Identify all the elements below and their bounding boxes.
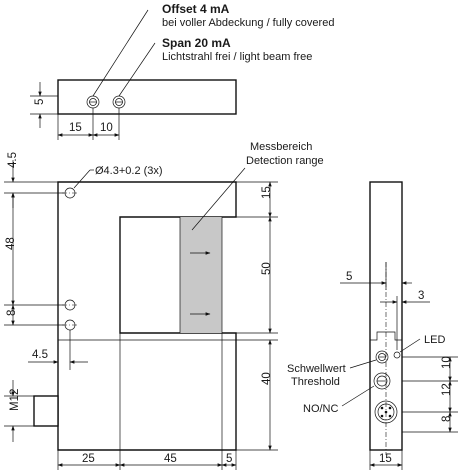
top-view-body (57, 79, 237, 115)
span-title: Span 20 mA (162, 36, 231, 50)
front-view: Messbereich Detection range Ø4.3+0.2 (3x… (4, 141, 324, 470)
dim-right-15: 15 (261, 186, 273, 199)
dim-top-height: 5 (34, 99, 46, 105)
top-view: Offset 4 mA bei voller Abdeckung / fully… (30, 2, 334, 140)
dim-side-8: 8 (441, 416, 453, 422)
threshold-pot-icon (375, 350, 389, 364)
dim-left-8: 8 (6, 310, 18, 316)
dim-right-40: 40 (261, 372, 273, 385)
dim-m12: M12 (9, 389, 21, 411)
detection-range-label-en: Detection range (246, 155, 324, 167)
threshold-label-en: Threshold (291, 376, 340, 388)
detection-range-area (180, 217, 222, 333)
no-nc-selector-icon (373, 372, 391, 390)
dim-side-3: 3 (418, 290, 424, 302)
dim-side-5: 5 (346, 271, 352, 283)
led-icon (393, 351, 401, 359)
m12-connector (33, 395, 59, 427)
dim-bottom-5: 5 (226, 453, 232, 465)
dim-top-10: 10 (100, 122, 113, 134)
dim-bottom-25: 25 (82, 453, 95, 465)
hole-spec-label: Ø4.3+0.2 (3x) (95, 165, 163, 177)
side-view: LED Schwellwert Threshold NO/NC 5 3 10 1… (287, 181, 458, 470)
dim-side-10: 10 (441, 356, 453, 369)
detection-range-label-de: Messbereich (250, 141, 312, 153)
dim-right-50: 50 (261, 262, 273, 275)
no-nc-label: NO/NC (303, 403, 339, 415)
offset-title: Offset 4 mA (162, 2, 230, 16)
threshold-label-de: Schwellwert (287, 363, 346, 375)
span-subtitle: Lichtstrahl frei / light beam free (162, 51, 312, 63)
offset-subtitle: bei voller Abdeckung / fully covered (162, 17, 334, 29)
dim-left-48: 48 (5, 237, 17, 250)
dim-side-bottom-15: 15 (379, 453, 392, 465)
led-label: LED (424, 334, 445, 346)
dim-top-15: 15 (69, 122, 82, 134)
dim-bottom-45: 45 (164, 453, 177, 465)
dim-side-12: 12 (441, 383, 453, 396)
dim-inner-4-5: 4.5 (32, 349, 48, 361)
dim-left-4-5: 4.5 (7, 152, 19, 168)
offset-leader (92, 9, 149, 97)
connector-face-icon (374, 400, 398, 424)
span-leader (118, 42, 156, 97)
